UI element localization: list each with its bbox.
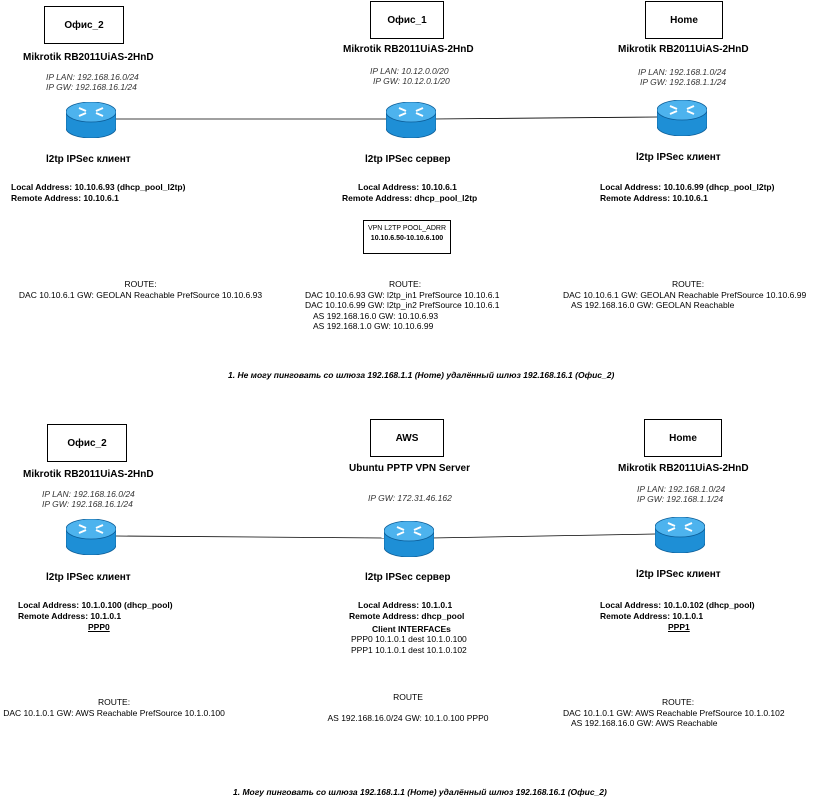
office2-role: l2tp IPSec клиент [46,154,131,165]
home-box: Home [645,1,723,39]
home-model-2: Mikrotik RB2011UiAS-2HnD [618,463,749,474]
route-line: DAC 10.1.0.1 GW: AWS Reachable PrefSourc… [563,707,785,718]
vpn-pool-title: VPN L2TP POOL_ADRR [367,225,447,232]
diagram2-caption: 1. Могу пинговать со шлюза 192.168.1.1 (… [233,787,607,797]
office2-model: Mikrotik RB2011UiAS-2HnD [23,52,154,63]
route-title: ROUTE [393,692,423,702]
home-iface: PPP1 [668,622,690,632]
home-remote-address-2: Remote Address: 10.1.0.1 [600,611,704,621]
office2-remote-address-2: Remote Address: 10.1.0.1 [18,611,122,621]
route-line: DAC 10.10.6.1 GW: GEOLAN Reachable PrefS… [563,289,807,300]
office2-ip-lan-2: IP LAN: 192.168.16.0/24 [42,489,135,499]
office1-box-label: Офис_1 [387,14,427,26]
route-line: AS 192.168.16.0 GW: 10.10.6.93 [313,310,439,321]
aws-box-label: AWS [395,432,419,444]
office2-remote-address: Remote Address: 10.10.6.1 [11,193,119,203]
office2-box-label: Офис_2 [67,437,107,449]
office2-route-block-2: ROUTE: DAC 10.1.0.1 GW: AWS Reachable Pr… [0,697,228,718]
office2-ip-lan: IP LAN: 192.168.16.0/24 [46,72,139,82]
link-office2-aws [115,535,387,539]
route-line: DAC 10.10.6.1 GW: GEOLAN Reachable PrefS… [18,289,263,300]
vpn-pool-range: 10.10.6.50-10.10.6.100 [370,235,444,242]
link-office1-home [433,116,658,120]
vpn-pool-box: VPN L2TP POOL_ADRR 10.10.6.50-10.10.6.10… [363,220,451,254]
home-route-block-2: ROUTE: DAC 10.1.0.1 GW: AWS Reachable Pr… [563,697,793,729]
aws-client-interfaces-title: Client INTERFACEs [372,624,451,634]
client-interface-line: PPP0 10.1.0.1 dest 10.1.0.100 [351,634,467,644]
home-ip-lan-2: IP LAN: 192.168.1.0/24 [637,484,726,494]
route-title: ROUTE: [388,279,422,289]
home-ip-gw: IP GW: 192.168.1.1/24 [640,77,727,87]
office2-role-2: l2tp IPSec клиент [46,572,131,583]
office1-ip-gw: IP GW: 10.12.0.1/20 [373,76,450,86]
office2-box-2: Офис_2 [47,424,127,462]
client-interface-line: PPP1 10.1.0.1 dest 10.1.0.102 [351,644,467,655]
home-box-2: Home [644,419,722,457]
aws-role: l2tp IPSec сервер [365,572,451,583]
route-line: DAC 10.1.0.1 GW: AWS Reachable PrefSourc… [3,707,225,718]
home-ip-lan: IP LAN: 192.168.1.0/24 [638,67,727,77]
office2-box-label: Офис_2 [64,19,104,31]
office1-model: Mikrotik RB2011UiAS-2HnD [343,44,474,55]
office1-router-icon [386,102,436,138]
office2-route-block: ROUTE: DAC 10.10.6.1 GW: GEOLAN Reachabl… [3,279,278,300]
office2-router-icon [66,102,116,138]
home-remote-address: Remote Address: 10.10.6.1 [600,193,708,203]
aws-remote-address: Remote Address: dhcp_pool [349,611,465,621]
home-local-address: Local Address: 10.10.6.99 (dhcp_pool_l2t… [600,182,775,192]
home-router-icon-2 [655,517,705,553]
aws-ip-gw: IP GW: 172.31.46.162 [368,493,452,503]
route-line: AS 192.168.16.0/24 GW: 10.1.0.100 PPP0 [327,712,489,723]
office1-role: l2tp IPSec сервер [365,154,451,165]
home-router-icon [657,100,707,136]
route-title: ROUTE: [124,279,157,289]
office1-box: Офис_1 [370,1,444,39]
office2-ip-gw: IP GW: 192.168.16.1/24 [46,82,137,92]
link-aws-home [431,533,656,539]
route-line: AS 192.168.1.0 GW: 10.10.6.99 [313,321,434,331]
home-role-2: l2tp IPSec клиент [636,569,721,580]
route-title: ROUTE: [97,697,131,707]
home-box-label: Home [670,14,698,26]
diagram1-caption: 1. Не могу пинговать со шлюза 192.168.1.… [228,370,615,380]
aws-box: AWS [370,419,444,457]
aws-local-address: Local Address: 10.1.0.1 [358,600,453,610]
office2-router-icon-2 [66,519,116,555]
aws-model: Ubuntu PPTP VPN Server [349,463,470,474]
home-route-block: ROUTE: DAC 10.10.6.1 GW: GEOLAN Reachabl… [563,279,813,311]
office2-local-address-2: Local Address: 10.1.0.100 (dhcp_pool) [18,600,173,610]
route-line: AS 192.168.16.0 GW: GEOLAN Reachable [571,300,735,310]
office1-remote-address: Remote Address: dhcp_pool_l2tp [342,193,478,203]
home-local-address-2: Local Address: 10.1.0.102 (dhcp_pool) [600,600,755,610]
route-line: DAC 10.10.6.99 GW: l2tp_in2 PrefSource 1… [305,300,500,310]
home-ip-gw-2: IP GW: 192.168.1.1/24 [637,494,724,504]
office2-box: Офис_2 [44,6,124,44]
office2-iface: PPP0 [88,622,110,632]
office1-local-address: Local Address: 10.10.6.1 [358,182,457,192]
home-role: l2tp IPSec клиент [636,152,721,163]
office2-local-address: Local Address: 10.10.6.93 (dhcp_pool_l2t… [11,182,186,192]
office2-model-2: Mikrotik RB2011UiAS-2HnD [23,469,154,480]
route-title: ROUTE: [671,279,705,289]
aws-route-block: ROUTE AS 192.168.16.0/24 GW: 10.1.0.100 … [318,692,498,723]
route-title: ROUTE: [661,697,695,707]
home-box-label: Home [669,432,697,444]
aws-router-icon [384,521,434,557]
home-model: Mikrotik RB2011UiAS-2HnD [618,44,749,55]
aws-client-interfaces: PPP0 10.1.0.1 dest 10.1.0.100 PPP1 10.1.… [351,634,467,655]
office1-route-block: ROUTE: DAC 10.10.6.93 GW: l2tp_in1 PrefS… [305,279,505,332]
office1-ip-lan: IP LAN: 10.12.0.0/20 [370,66,449,76]
office2-ip-gw-2: IP GW: 192.168.16.1/24 [42,499,133,509]
route-line: AS 192.168.16.0 GW: AWS Reachable [571,718,718,728]
route-line: DAC 10.10.6.93 GW: l2tp_in1 PrefSource 1… [305,289,500,300]
